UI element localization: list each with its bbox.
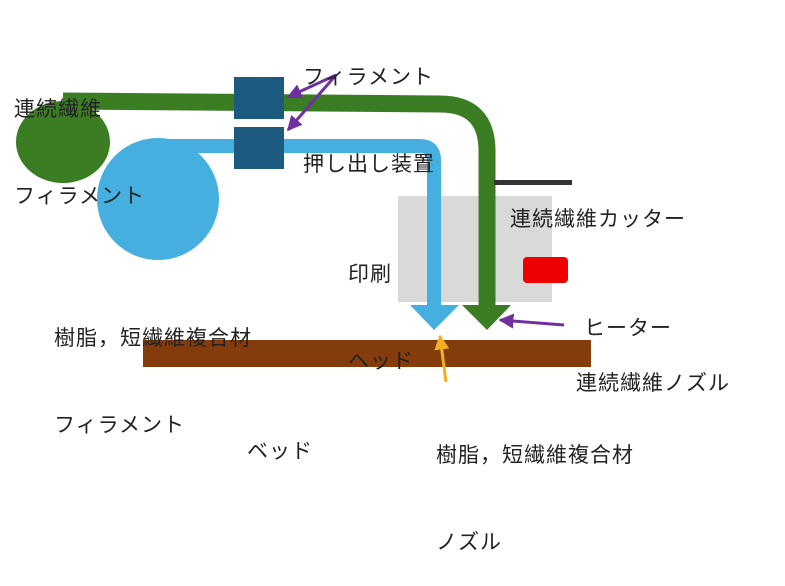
resin-nozzle-arrow xyxy=(434,334,450,383)
resin-filament-label: 樹脂，短繊維複合材 フィラメント xyxy=(54,326,252,437)
print-head-body xyxy=(398,196,552,302)
fiber-cutter xyxy=(494,180,572,185)
bed xyxy=(143,340,591,367)
continuous-fiber-path xyxy=(62,92,496,305)
resin-filament-path xyxy=(158,139,441,305)
extruder-upper xyxy=(234,77,284,119)
heater-block xyxy=(523,257,568,283)
fiber-nozzle xyxy=(462,305,511,330)
fiber-nozzle-arrow xyxy=(498,313,565,329)
print-head-label: 印刷 ヘッド xyxy=(348,262,414,373)
heater-label: ヒーター xyxy=(584,316,672,340)
extruder-arrow-upper xyxy=(286,73,337,99)
extruder-lower xyxy=(234,127,284,169)
extruder-label: フィラメント 押し出し装置 xyxy=(303,65,435,176)
resin-spool xyxy=(97,138,219,260)
resin-nozzle xyxy=(410,305,459,330)
cutter-label: 連続繊維カッター xyxy=(510,207,686,231)
bed-label: ベッド xyxy=(247,439,313,463)
resin-nozzle-label: 樹脂，短繊維複合材 ノズル xyxy=(436,443,634,554)
printer-diagram xyxy=(16,73,591,383)
continuous-fiber-spool xyxy=(16,101,110,183)
fiber-nozzle-label: 連続繊維ノズル xyxy=(576,371,730,395)
continuous-fiber-filament-label: 連続繊維 フィラメント xyxy=(14,97,145,208)
extruder-arrow-lower xyxy=(286,74,338,132)
